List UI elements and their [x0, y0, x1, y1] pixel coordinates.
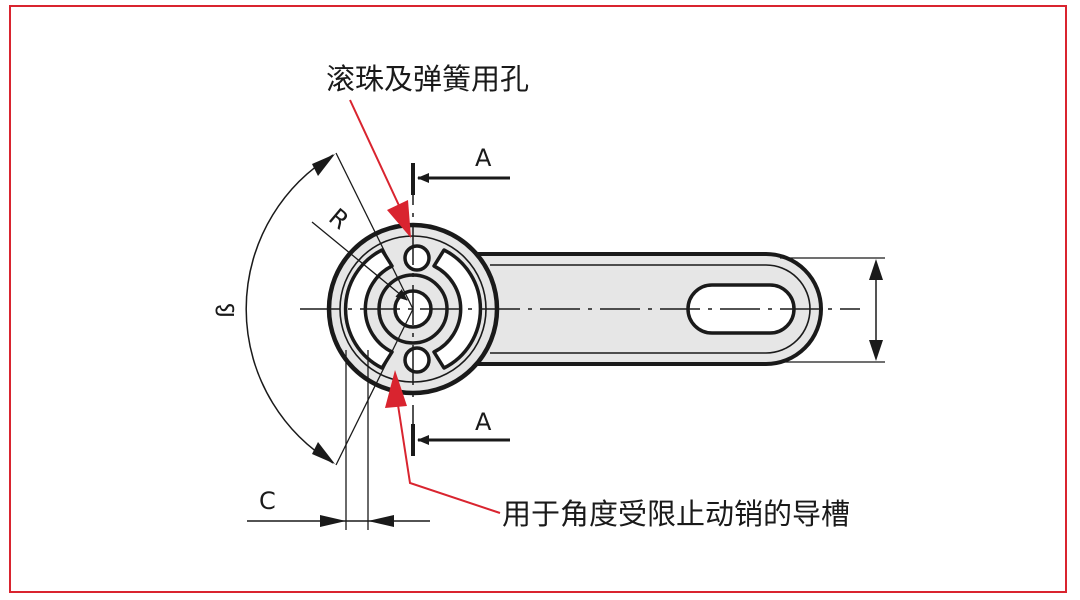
arm-height-dimension — [780, 257, 885, 363]
callout-arrow-bottom — [385, 370, 407, 408]
angle-ref-line-top — [335, 152, 414, 310]
section-mark-top: A — [411, 144, 510, 195]
guide-groove-left — [343, 248, 394, 370]
center-lines — [300, 152, 860, 466]
offset-dimension: C — [247, 350, 430, 530]
diagram-frame — [9, 5, 1067, 593]
angle-label: ß — [212, 303, 240, 318]
callout-guide-groove: 用于角度受限止动销的导槽 — [385, 370, 850, 531]
angle-dimension: ß — [212, 154, 335, 464]
radius-leader — [311, 221, 408, 301]
ball-hole-top — [403, 244, 431, 272]
callout-ball-hole: 滚珠及弹簧用孔 — [326, 62, 529, 238]
ball-hole-bottom — [403, 346, 431, 374]
guide-groove-right — [432, 248, 483, 370]
guide-grooves — [343, 248, 483, 370]
callout-arrow-top — [387, 200, 411, 238]
section-mark-bottom: A — [411, 408, 510, 456]
radius-label: R — [323, 203, 354, 235]
offset-label: C — [259, 487, 276, 515]
ball-hole-label: 滚珠及弹簧用孔 — [326, 62, 529, 96]
section-label-bottom: A — [475, 408, 492, 436]
section-label-top: A — [475, 144, 492, 172]
angle-ref-line-bottom — [335, 308, 414, 466]
guide-groove-label: 用于角度受限止动销的导槽 — [502, 497, 850, 531]
